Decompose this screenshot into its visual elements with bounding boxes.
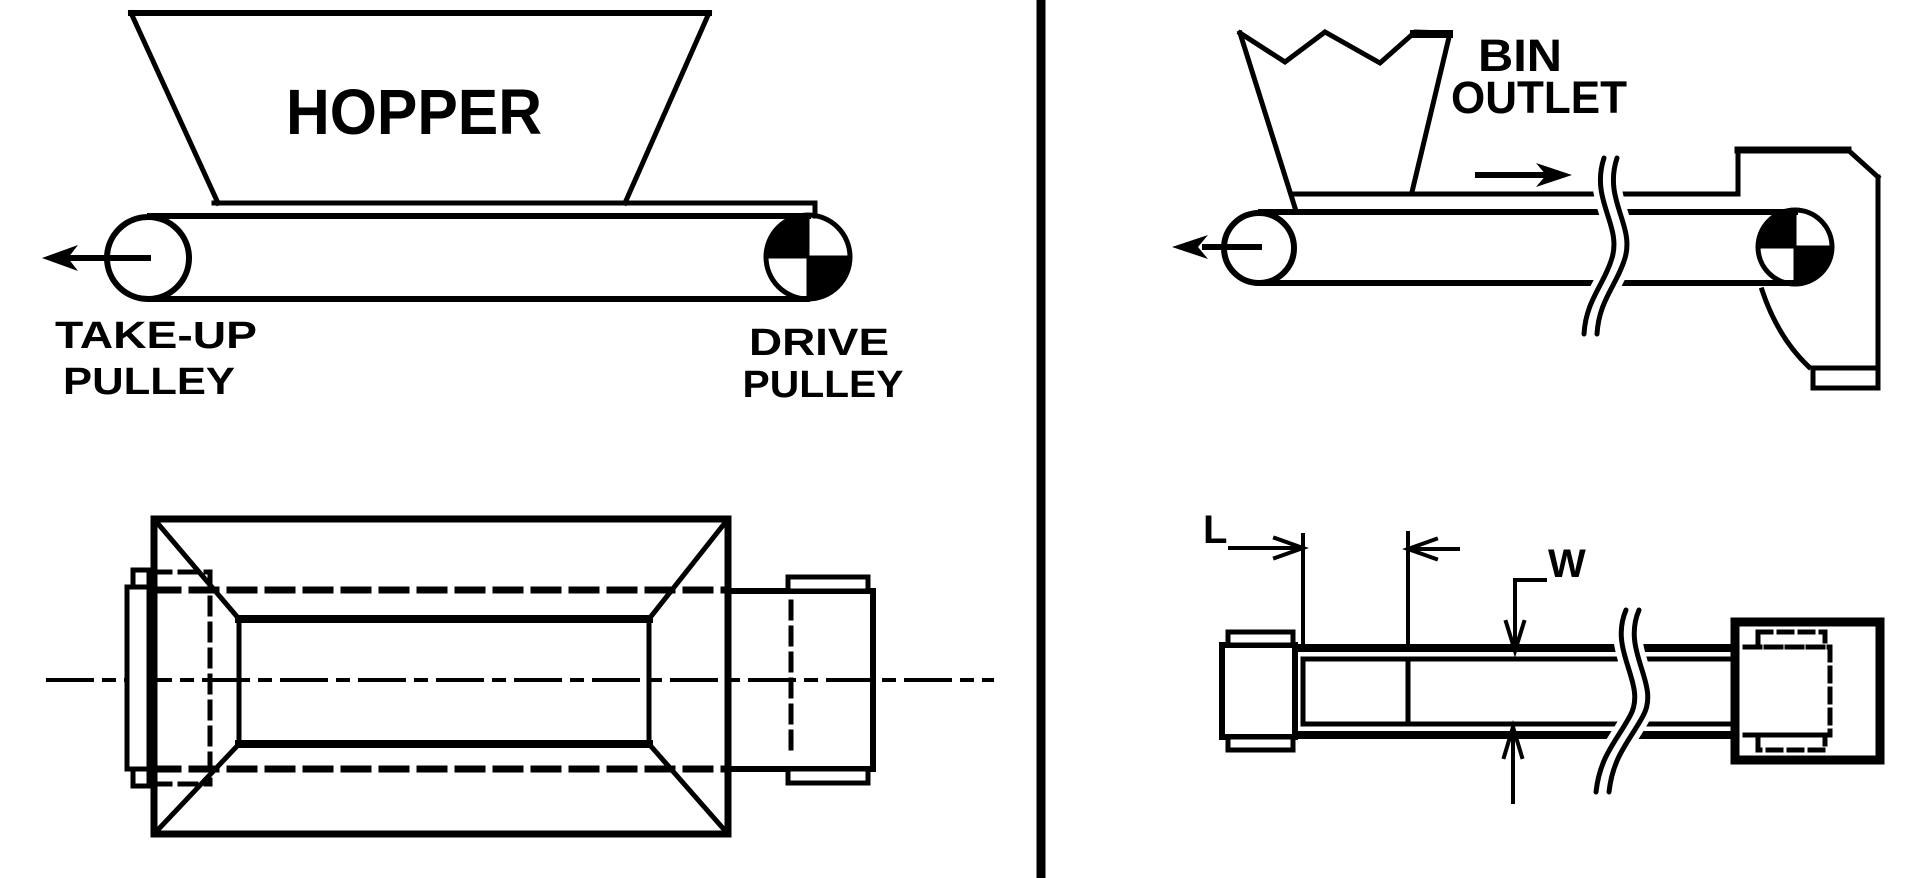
bin-outlet-side-view: BIN OUTLET bbox=[1172, 29, 1882, 391]
takeup-tab-top-right-plan bbox=[1225, 629, 1296, 648]
break-line-1 bbox=[1581, 155, 1617, 337]
drive-label-line2: PULLEY bbox=[743, 364, 904, 406]
travel-arrow-head-icon bbox=[1536, 163, 1572, 187]
break-line-2 bbox=[1594, 155, 1630, 337]
bin-outlet-funnel bbox=[1236, 29, 1454, 215]
feeder-plan-view: L W bbox=[1203, 508, 1885, 804]
arrow-head-left-icon-right-view bbox=[1172, 235, 1208, 259]
takeup-frame-rect bbox=[1219, 642, 1298, 740]
takeup-label-line1: TAKE-UP bbox=[55, 315, 257, 357]
hopper-right-side bbox=[621, 9, 713, 207]
length-dim-label: L bbox=[1203, 508, 1227, 552]
hopper-slope-tr bbox=[645, 515, 732, 623]
bin-left-side bbox=[1236, 29, 1300, 215]
break-line-plan-2 bbox=[1606, 607, 1651, 795]
chute-top-chamfer bbox=[1844, 146, 1882, 181]
drive-hidden-tab-top bbox=[1755, 629, 1828, 650]
centroid-quadrant-nw-right bbox=[1758, 210, 1795, 247]
belt-break-lines-plan bbox=[1588, 602, 1656, 800]
hopper-plan-view bbox=[46, 515, 994, 838]
takeup-bearing-tab-top bbox=[130, 567, 152, 590]
hopper-opening-outline bbox=[150, 515, 732, 838]
width-arrow-up-icon bbox=[1501, 720, 1525, 760]
drive-pulley-centroid-symbol bbox=[764, 213, 852, 301]
drive-hidden-tab-bottom bbox=[1755, 732, 1828, 753]
hopper-left-side bbox=[127, 9, 222, 207]
belt-break-lines-side bbox=[1576, 150, 1635, 342]
bin-right-side bbox=[1408, 29, 1454, 196]
centroid-quadrant-se-right bbox=[1795, 247, 1832, 284]
drive-bearing-tab-bottom bbox=[785, 766, 871, 786]
drive-pulley-centroid-symbol-right bbox=[1756, 208, 1834, 286]
hopper-slope-bl bbox=[150, 740, 243, 838]
drive-bearing-tab-top bbox=[785, 574, 871, 594]
width-dim-label: W bbox=[1548, 542, 1586, 586]
dimension-length: L bbox=[1203, 508, 1460, 648]
takeup-pulley-plan bbox=[124, 567, 213, 789]
takeup-bearing-tab-bottom bbox=[130, 766, 152, 789]
arrow-head-left-icon bbox=[42, 245, 78, 271]
takeup-direction-arrow-right bbox=[1172, 235, 1262, 259]
takeup-pulley-end-face bbox=[124, 584, 152, 772]
drive-label-line1: DRIVE bbox=[749, 322, 889, 364]
centroid-quadrant-se bbox=[808, 257, 850, 299]
hopper-slope-tl bbox=[150, 515, 243, 623]
dimension-width: W bbox=[1501, 542, 1586, 804]
bin-label-line2: OUTLET bbox=[1451, 72, 1627, 123]
bin-label-line1: BIN bbox=[1478, 30, 1562, 81]
hopper-label: HOPPER bbox=[286, 76, 542, 148]
hopper-slope-br bbox=[645, 740, 732, 838]
discharge-chute bbox=[1734, 146, 1882, 391]
hopper-side-view: HOPPER TAKE-UP PULLEY DRIVE PULLEY bbox=[42, 9, 904, 406]
takeup-tab-bottom-right-plan bbox=[1225, 734, 1296, 753]
width-arrow-down-icon bbox=[1503, 619, 1527, 658]
drive-pulley-plan bbox=[785, 574, 876, 786]
drive-assembly-plan-right bbox=[1730, 617, 1885, 765]
takeup-direction-arrow bbox=[42, 245, 151, 271]
takeup-label-line2: PULLEY bbox=[63, 361, 235, 403]
centroid-quadrant-nw bbox=[766, 215, 808, 257]
belt-travel-arrow bbox=[1475, 163, 1572, 187]
chute-inner-wall bbox=[1758, 286, 1813, 371]
width-leader-line bbox=[1513, 578, 1547, 650]
takeup-assembly-plan-right bbox=[1219, 629, 1298, 753]
break-line-plan-1 bbox=[1593, 607, 1638, 795]
